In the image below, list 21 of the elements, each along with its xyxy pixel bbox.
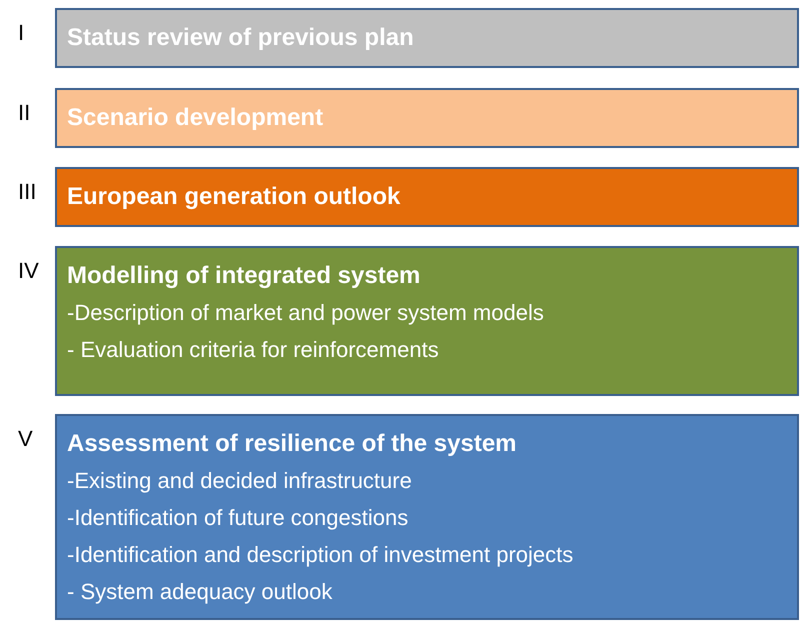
roman-numeral: IV	[18, 260, 39, 282]
stage-item: - Evaluation criteria for reinforcements	[67, 336, 440, 364]
stage-box	[55, 167, 799, 227]
stage-item: -Existing and decided infrastructure	[67, 467, 413, 495]
stage-item: -Identification of future congestions	[67, 504, 410, 532]
stage-title: Assessment of resilience of the system	[67, 429, 518, 459]
stage-item: -Description of market and power system models	[67, 299, 545, 327]
stage-box	[55, 88, 799, 148]
stage-title: Modelling of integrated system	[67, 261, 422, 291]
roman-numeral: III	[18, 181, 36, 203]
stage-title: European generation outlook	[67, 182, 402, 212]
stage-item: - System adequacy outlook	[67, 578, 334, 606]
roman-numeral: II	[18, 102, 30, 124]
stage-item: -Identification and description of investment projects	[67, 541, 574, 569]
stage-box	[55, 8, 799, 68]
roman-numeral: V	[18, 428, 33, 450]
stage-title: Scenario development	[67, 103, 324, 133]
stage-title: Status review of previous plan	[67, 23, 415, 53]
stage-box	[55, 246, 799, 396]
stage-box	[55, 414, 799, 620]
roman-numeral: I	[18, 22, 24, 44]
